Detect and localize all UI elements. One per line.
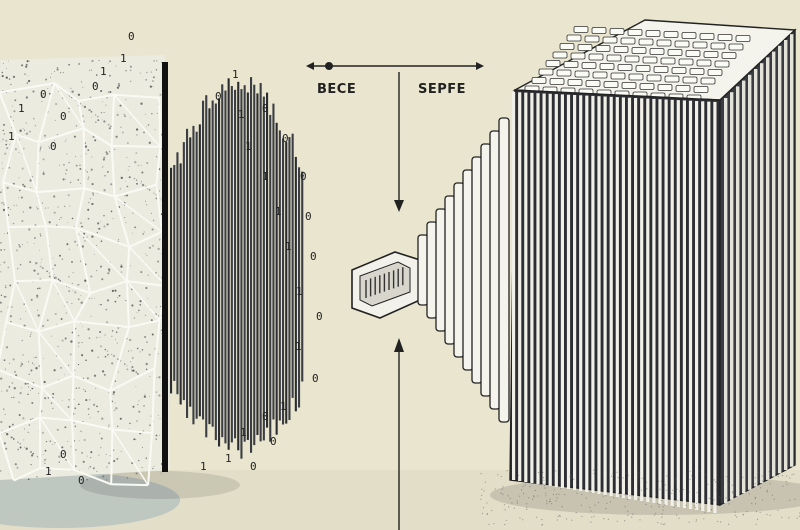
down-arrow — [394, 72, 404, 212]
top-double-arrow — [306, 62, 484, 70]
binary-digit: 1 — [238, 108, 245, 121]
binary-digit: 0 — [282, 132, 289, 145]
binary-digit: 0 — [60, 110, 67, 123]
binary-digit: 1 — [280, 400, 287, 413]
up-arrow — [394, 338, 404, 530]
binary-digit: 1 — [275, 205, 282, 218]
binary-digit: 1 — [100, 65, 107, 78]
binary-digit: 1 — [285, 240, 292, 253]
label-right: SEPFE — [418, 82, 467, 97]
binary-digit: 0 — [312, 372, 319, 385]
binary-digit: 1 — [8, 130, 15, 143]
binary-digit: 1 — [295, 340, 302, 353]
binary-digit: 1 — [18, 102, 25, 115]
binary-digit: 0 — [78, 474, 85, 487]
blue-stain — [0, 472, 180, 528]
binary-digit: 0 — [262, 102, 269, 115]
binary-digit: 1 — [232, 68, 239, 81]
binary-digit: 0 — [215, 90, 222, 103]
binary-digit: 0 — [50, 140, 57, 153]
binary-digit: 0 — [270, 435, 277, 448]
label-left: BECE — [317, 82, 357, 97]
binary-digit: 1 — [262, 170, 269, 183]
fanned-cards — [417, 117, 510, 423]
binary-digit: 0 — [316, 310, 323, 323]
block-tower — [480, 19, 800, 526]
binary-digit: 1 — [45, 465, 52, 478]
binary-digit: 0 — [40, 88, 47, 101]
binary-digit: 0 — [300, 170, 307, 183]
left-shadow — [80, 471, 240, 499]
vertical-bar-wall — [162, 62, 304, 472]
binary-digit: 0 — [250, 460, 257, 473]
binary-digit: 0 — [128, 30, 135, 43]
binary-digit: 0 — [92, 80, 99, 93]
binary-digit: 1 — [296, 285, 303, 298]
binary-digit: 1 — [200, 460, 207, 473]
binary-digit: 0 — [60, 448, 67, 461]
binary-digit: 0 — [305, 210, 312, 223]
network-panel — [0, 55, 170, 487]
binary-digit: 1 — [245, 140, 252, 153]
binary-digit: 0 — [262, 410, 269, 423]
binary-digit: 0 — [310, 250, 317, 263]
binary-digit: 1 — [120, 52, 127, 65]
connector-clip — [351, 251, 421, 319]
binary-digit: 1 — [240, 426, 247, 439]
binary-digit: 1 — [225, 452, 232, 465]
